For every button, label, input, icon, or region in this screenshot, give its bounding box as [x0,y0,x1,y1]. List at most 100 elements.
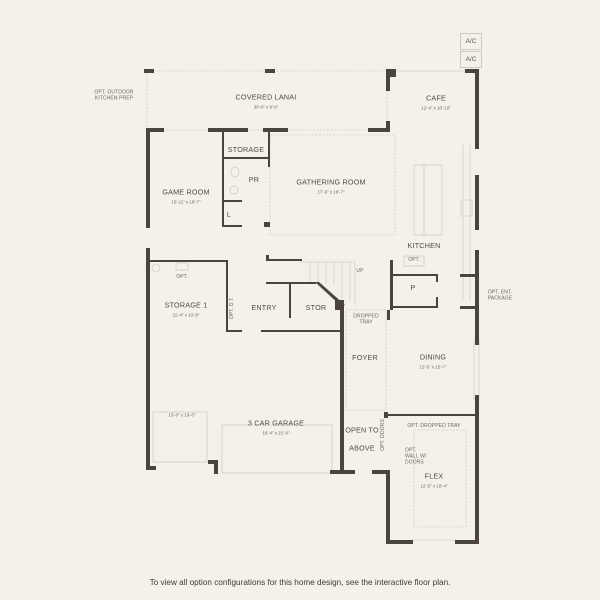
toilet [230,166,240,178]
room-name: STORAGE [227,144,265,154]
wall [368,128,390,132]
wall [146,128,164,132]
wall [390,274,438,276]
wall [146,260,226,262]
room-dims: 11'-4" x 10'-8" [172,312,200,318]
wall [146,128,150,228]
room-name: L [226,209,232,219]
wall [455,540,479,544]
room-name: STORAGE 1 [164,300,208,310]
wall [386,121,390,131]
water-heater [151,263,161,273]
room-pantry: P [411,277,416,295]
wall [222,157,268,159]
wall [436,297,438,308]
wall [144,69,154,73]
wall [289,283,291,318]
wall [146,248,150,470]
wall [384,412,388,418]
note-opt-ent-package: OPT. ENT. PACKAGE [487,289,513,301]
wall [226,330,242,332]
wall [263,128,288,132]
wall [475,395,479,420]
wall [146,466,156,470]
room-dims: 30'-0" x 9'-0" [253,104,279,110]
room-storage-1: STORAGE 1 11'-4" x 10'-8" [164,294,208,318]
wall [372,470,390,474]
room-name: OPEN TO ABOVE [345,425,379,453]
wall [475,250,479,345]
room-open-to-above: OPEN TO ABOVE [345,420,379,457]
footer-note: To view all option configurations for th… [149,578,451,587]
room-dims: 10'-11" x 18'-7" [171,199,201,205]
wall [475,69,479,149]
note-up: UP [356,268,364,275]
wall [268,132,270,167]
ac-unit: A/C [460,51,482,68]
wall [226,260,228,332]
kitchen-island [413,164,443,236]
room-name: DINING [419,352,447,362]
room-name: FLEX [424,471,444,481]
room-storage: STORAGE [228,139,264,157]
note-opt-dt: OPT. D.T. [229,296,236,320]
room-name: 3 CAR GARAGE [247,418,305,428]
room-dims: 10'-0" x 19'-0" [168,412,196,418]
wall [390,306,438,308]
room-dims: 12'-5" x 15'-7" [419,364,447,370]
wall [387,310,390,320]
wall [208,128,248,132]
room-covered-lanai: COVERED LANAI 30'-0" x 9'-0" [235,86,297,110]
wall [214,460,218,474]
room-name: P [410,282,416,292]
room-powder: PR [249,169,259,187]
room-name: ENTRY [251,302,277,312]
room-dims: 12'-5" x 18'-4" [420,483,448,489]
wall [386,69,396,77]
wall [266,255,269,261]
room-stor: STOR [306,297,327,315]
wall [460,306,479,309]
gathering-tray [269,134,396,236]
note-outdoor-kitchen: OPT. OUTDOOR KITCHEN PREP [94,89,134,101]
wall [265,69,275,73]
flex-tray [413,429,467,528]
wall [266,282,316,284]
opt-kitchen-box [403,255,425,267]
note-opt-storage: OPT. [176,274,188,281]
stairs [300,261,356,305]
room-garage-bay: 10'-0" x 19'-0" [168,412,195,417]
ac-unit: A/C [460,33,482,50]
wall [460,274,479,277]
room-dims: 12'-4" x 10'-10" [421,105,451,111]
room-gathering-room: GATHERING ROOM 17'-6" x 18'-7" [296,171,365,195]
room-entry: ENTRY [251,297,276,315]
wall [315,282,345,306]
wall [475,414,479,544]
wall [386,69,390,91]
room-name: PR [248,174,260,184]
wall [386,472,390,544]
room-name: STOR [305,302,327,312]
room-name: GAME ROOM [162,187,210,197]
room-name: KITCHEN [407,240,441,250]
note-opt-wall-doors: OPT. WALL W/ DOORS [405,447,427,465]
room-dims: 17'-6" x 18'-7" [317,189,345,195]
wall [390,260,393,310]
wall [475,175,479,230]
room-garage: 3 CAR GARAGE 18'-4" x 21'-0" [247,412,305,436]
room-linen: L [227,204,231,222]
room-dims: 18'-4" x 21'-0" [262,430,290,436]
room-game-room: GAME ROOM 10'-11" x 18'-7" [162,181,210,205]
wall [222,225,242,227]
note-dropped-tray: DROPPED TRAY [353,313,379,325]
cooktop [460,199,473,217]
garage-bay-outline [152,411,208,463]
note-opt-kitchen: OPT. [408,257,420,264]
note-opt-doors: OPT. DOORS [380,419,387,451]
room-name: FOYER [352,352,378,362]
room-kitchen: KITCHEN [408,235,441,253]
wall [208,460,218,464]
room-name: COVERED LANAI [235,92,297,102]
